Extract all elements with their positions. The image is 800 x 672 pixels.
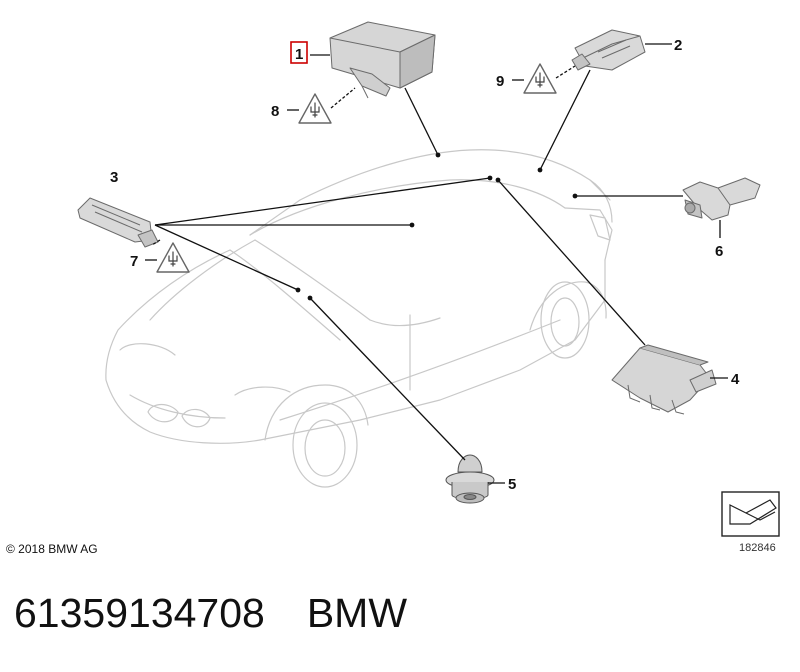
callout-5: 5 xyxy=(508,476,516,493)
callout-1: 1 xyxy=(295,46,303,63)
part-1-control-unit xyxy=(329,21,436,99)
part-6-holder xyxy=(682,177,761,221)
callout-2: 2 xyxy=(674,37,682,54)
callout-9: 9 xyxy=(496,73,504,90)
part-5-clip xyxy=(445,454,495,504)
copyright-text: © 2018 BMW AG xyxy=(6,542,98,556)
leader-dots xyxy=(295,152,578,301)
part-4-bracket xyxy=(611,344,717,415)
callout-6: 6 xyxy=(715,243,723,260)
part-2-amplifier xyxy=(571,29,646,71)
part-number: 61359134708 xyxy=(14,590,265,636)
reference-icon xyxy=(721,491,780,537)
car-outline xyxy=(105,149,613,488)
part-3-antenna-module xyxy=(77,197,159,248)
footer-caption: 61359134708 BMW xyxy=(14,590,407,637)
warning-triangle-icon xyxy=(156,63,557,273)
callout-7: 7 xyxy=(130,253,138,270)
callout-4: 4 xyxy=(731,371,740,388)
plug-icon xyxy=(168,72,545,267)
callout-3: 3 xyxy=(110,169,118,186)
leader-lines xyxy=(145,43,728,484)
brand-name: BMW xyxy=(306,590,408,636)
callout-8: 8 xyxy=(271,103,279,120)
callout-1-highlight xyxy=(290,41,308,64)
diagram-reference-number: 182846 xyxy=(739,542,776,554)
